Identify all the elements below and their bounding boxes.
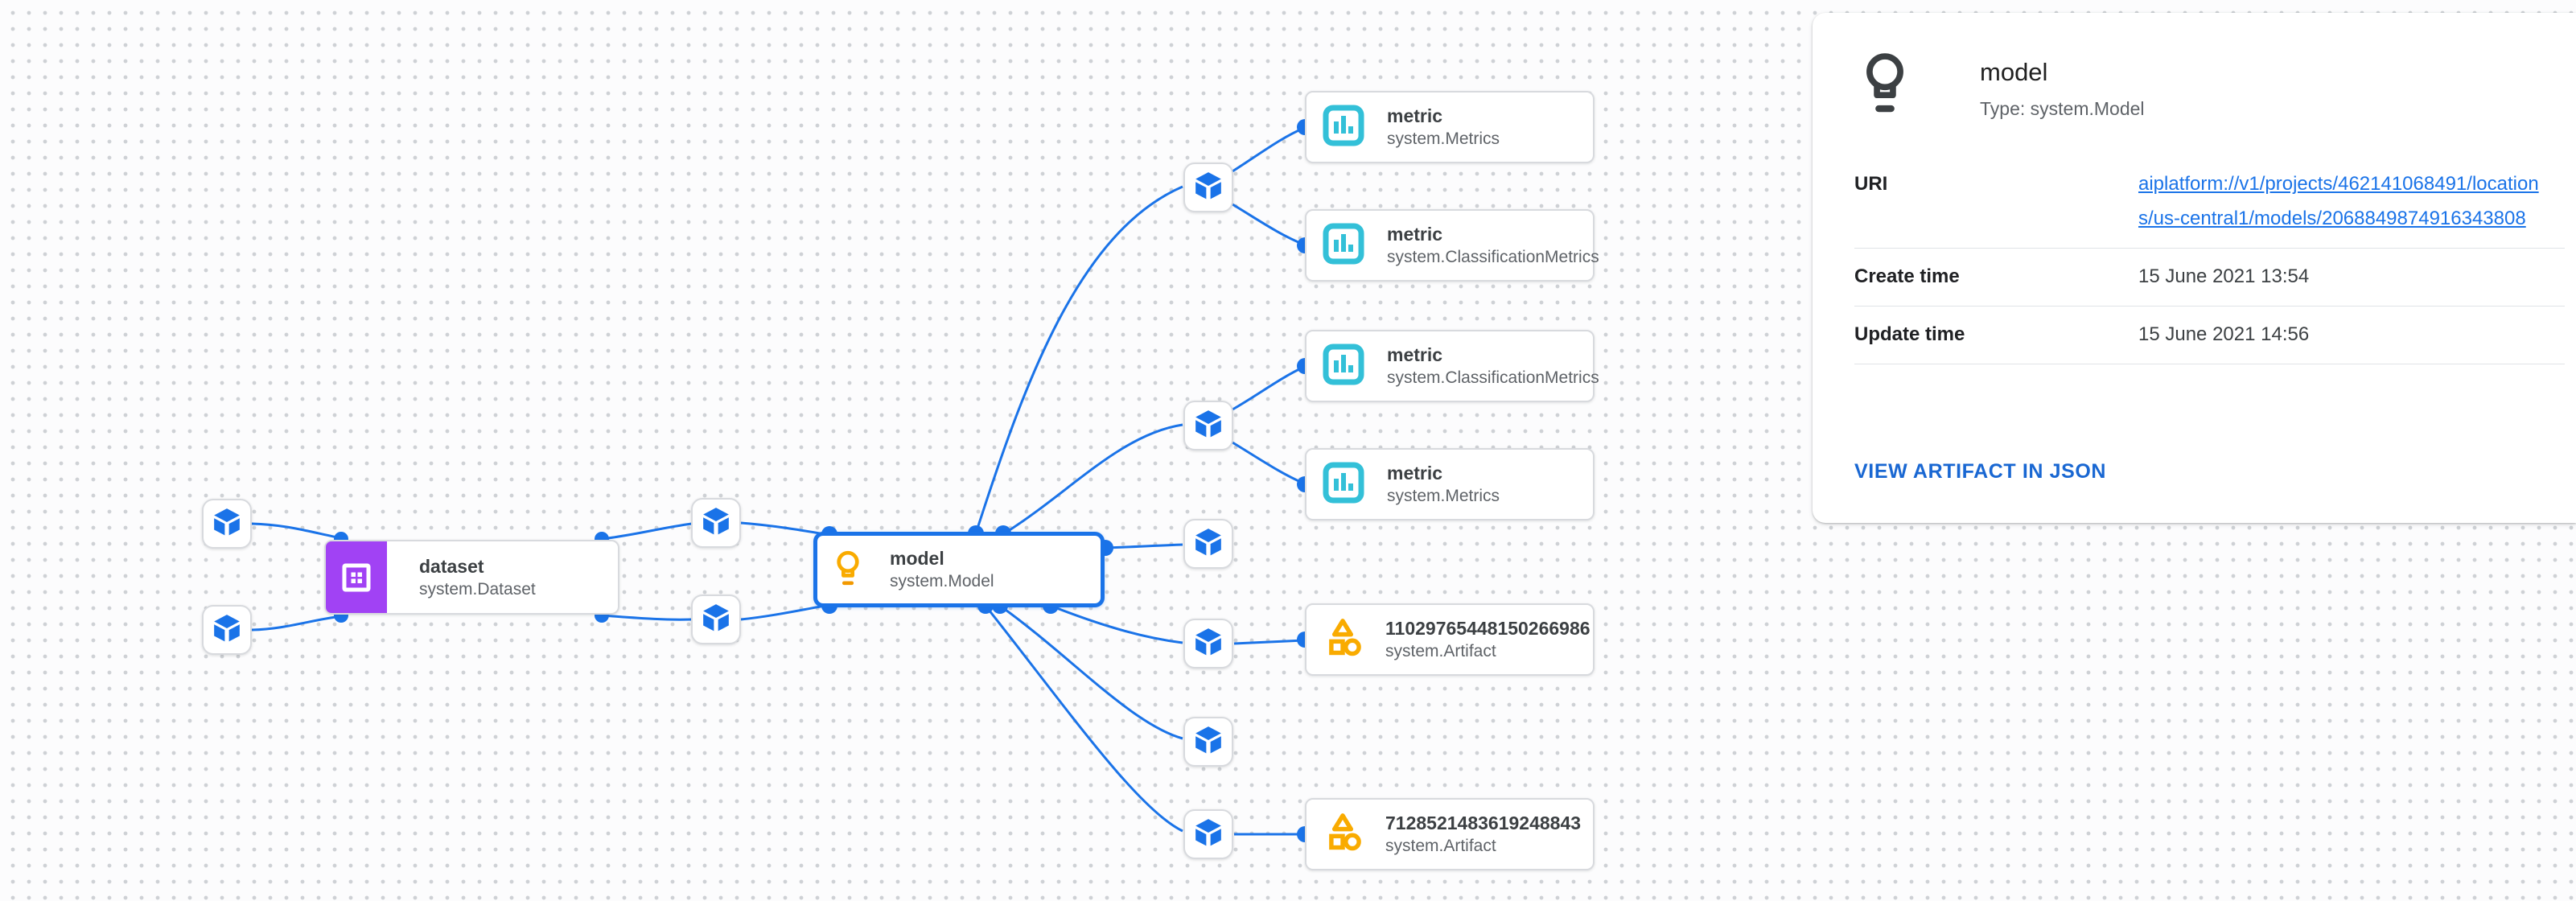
- edge: [1002, 423, 1183, 536]
- node-title: metric: [1387, 224, 1443, 245]
- uri-link[interactable]: aiplatform://v1/projects/462141068491/lo…: [2138, 173, 2539, 229]
- node-title: metric: [1387, 105, 1443, 126]
- node-type: system.Model: [890, 572, 994, 590]
- lightbulb-icon: [835, 549, 861, 590]
- row-value: 15 June 2021 13:54: [2138, 265, 2310, 287]
- execution-cube-icon: [1193, 817, 1224, 852]
- panel-header: model Type: system.Model: [1864, 51, 2145, 120]
- execution-node[interactable]: [691, 498, 741, 548]
- panel-title: model: [1980, 58, 2048, 86]
- node-type: system.Metrics: [1387, 130, 1500, 148]
- edge: [1232, 203, 1305, 246]
- node-title: metric: [1387, 463, 1443, 483]
- execution-node[interactable]: [1183, 717, 1233, 767]
- execution-node[interactable]: [1183, 401, 1233, 450]
- execution-cube-icon: [1193, 171, 1224, 205]
- metrics-chart-icon: [1323, 105, 1364, 150]
- execution-cube-icon: [701, 603, 731, 637]
- edge: [1232, 441, 1305, 485]
- uri-row: URI aiplatform://v1/projects/46214106849…: [1854, 156, 2565, 249]
- execution-node[interactable]: [1183, 619, 1233, 669]
- row-value: 15 June 2021 14:56: [2138, 323, 2310, 345]
- panel-subtitle: Type: system.Model: [1980, 98, 2145, 119]
- artifact-detail-panel: model Type: system.Model URI aiplatform:…: [1813, 13, 2576, 523]
- execution-cube-icon: [1193, 527, 1224, 562]
- execution-cube-icon: [212, 507, 242, 541]
- metric-node[interactable]: metric system.Metrics: [1305, 91, 1595, 163]
- execution-cube-icon: [212, 613, 242, 648]
- edge: [601, 614, 693, 621]
- edge: [984, 605, 1183, 833]
- dataset-node[interactable]: dataset system.Dataset: [324, 540, 619, 615]
- update-time-row: Update time 15 June 2021 14:56: [1854, 307, 2565, 364]
- artifact-shapes-icon: [1323, 813, 1363, 857]
- create-time-row: Create time 15 June 2021 13:54: [1854, 249, 2565, 307]
- edge: [1232, 126, 1305, 173]
- model-node[interactable]: model system.Model: [813, 532, 1105, 607]
- edge: [1232, 365, 1305, 411]
- edge: [974, 185, 1183, 534]
- execution-node[interactable]: [202, 605, 252, 655]
- execution-node[interactable]: [202, 499, 252, 549]
- execution-node[interactable]: [1183, 809, 1233, 859]
- metrics-chart-icon: [1323, 223, 1364, 269]
- node-type: system.ClassificationMetrics: [1387, 368, 1599, 387]
- view-artifact-json-button[interactable]: VIEW ARTIFACT IN JSON: [1854, 460, 2107, 483]
- node-type: system.Dataset: [419, 579, 536, 599]
- row-label: Update time: [1854, 323, 1965, 345]
- node-title: 11029765448150266986: [1385, 618, 1590, 639]
- node-type: system.Artifact: [1385, 837, 1496, 855]
- panel-rows: URI aiplatform://v1/projects/46214106849…: [1854, 156, 2565, 364]
- metrics-chart-icon: [1323, 344, 1364, 389]
- metrics-chart-icon: [1323, 462, 1364, 508]
- execution-node[interactable]: [691, 594, 741, 644]
- edge: [251, 615, 342, 632]
- edge: [1233, 639, 1305, 645]
- edge: [1105, 543, 1183, 549]
- execution-cube-icon: [1193, 725, 1224, 759]
- node-title: dataset: [419, 555, 484, 577]
- edge: [999, 604, 1183, 740]
- dataset-grid-icon: [326, 541, 387, 613]
- row-label: Create time: [1854, 265, 1960, 287]
- row-label: URI: [1854, 173, 1888, 195]
- node-type: system.ClassificationMetrics: [1387, 248, 1599, 266]
- metric-node[interactable]: metric system.Metrics: [1305, 448, 1595, 520]
- artifact-shapes-icon: [1323, 618, 1363, 662]
- node-title: 7128521483619248843: [1385, 813, 1582, 833]
- execution-cube-icon: [701, 506, 731, 541]
- edge: [740, 603, 830, 621]
- node-type: system.Metrics: [1387, 487, 1500, 505]
- artifact-node[interactable]: 7128521483619248843 system.Artifact: [1305, 798, 1595, 870]
- node-title: metric: [1387, 344, 1443, 365]
- edge: [1050, 604, 1183, 644]
- execution-cube-icon: [1193, 409, 1224, 443]
- execution-cube-icon: [1193, 627, 1224, 661]
- node-title: model: [890, 548, 944, 569]
- execution-node[interactable]: [1183, 519, 1233, 569]
- metric-node[interactable]: metric system.ClassificationMetrics: [1305, 209, 1599, 282]
- artifact-node[interactable]: 11029765448150266986 system.Artifact: [1305, 603, 1595, 676]
- edge: [251, 522, 342, 540]
- metric-node[interactable]: metric system.ClassificationMetrics: [1305, 330, 1599, 402]
- edge: [601, 522, 693, 541]
- lightbulb-icon: [1864, 51, 1906, 119]
- execution-node[interactable]: [1183, 163, 1233, 212]
- node-type: system.Artifact: [1385, 642, 1496, 660]
